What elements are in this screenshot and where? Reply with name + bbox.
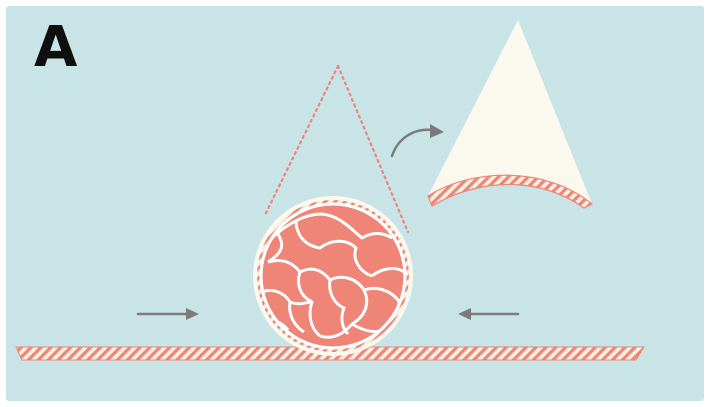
spheroid bbox=[253, 196, 413, 356]
excised-cap bbox=[428, 20, 592, 208]
arrow-left-icon bbox=[458, 308, 518, 320]
arrow-right-icon bbox=[138, 308, 199, 320]
curved-arrow-icon bbox=[392, 124, 444, 156]
